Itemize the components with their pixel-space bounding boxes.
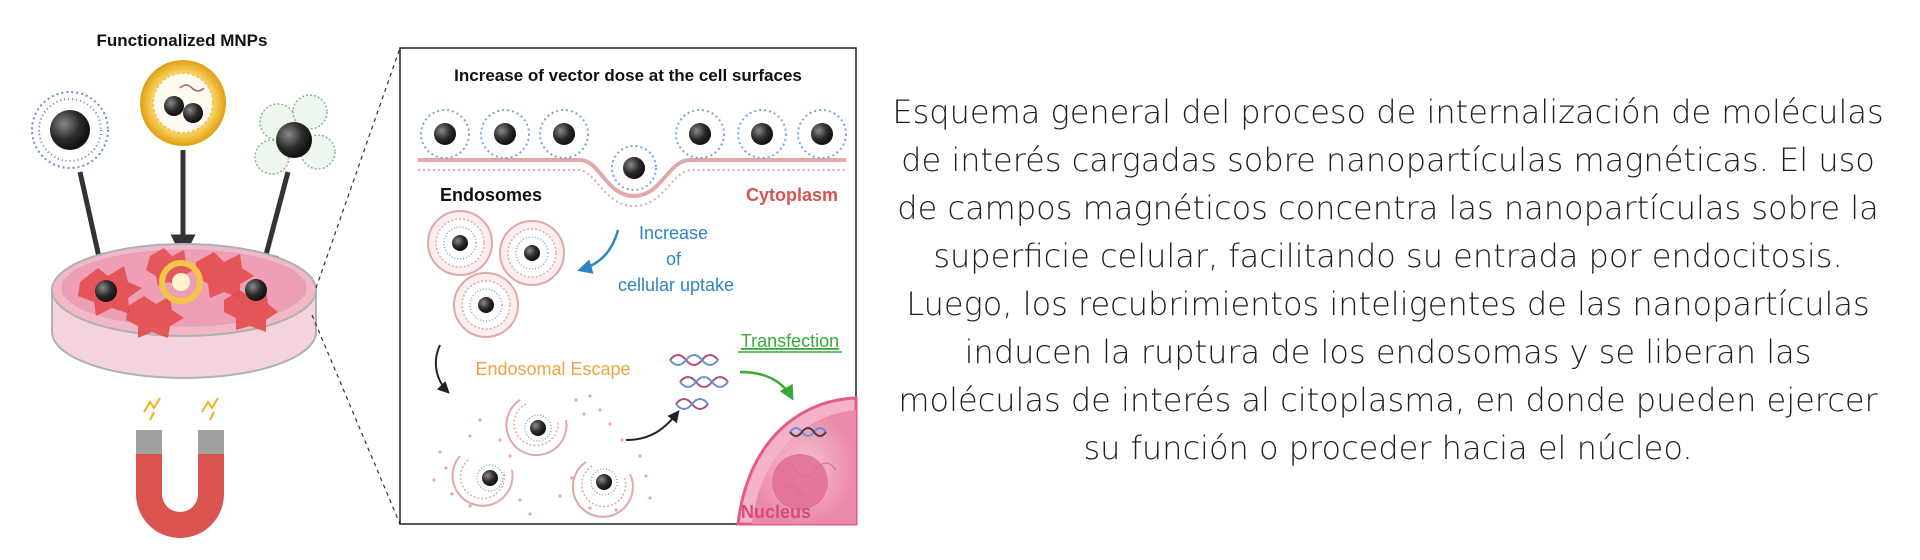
broken-endosome-2 bbox=[451, 455, 514, 507]
diagram-svg: Functionalized MNPs bbox=[31, 31, 858, 538]
surface-np-4 bbox=[611, 145, 657, 191]
magnetic-field-sparks bbox=[143, 397, 219, 421]
zoom-line-bottom bbox=[311, 314, 401, 525]
cytoplasm-label: Cytoplasm bbox=[746, 185, 838, 205]
nanoparticle-icon bbox=[50, 110, 90, 150]
surface-np-5 bbox=[675, 109, 725, 159]
nanoparticle-icon bbox=[183, 103, 203, 123]
nanoparticle-icon bbox=[494, 123, 516, 145]
surface-np-3 bbox=[539, 109, 589, 159]
transfection-label: Transfection bbox=[741, 331, 839, 351]
mnp-liposome bbox=[140, 60, 226, 146]
nanoparticle-icon bbox=[482, 470, 498, 486]
uptake-label-line-3: cellular uptake bbox=[618, 275, 734, 295]
nanoparticle-icon bbox=[751, 123, 773, 145]
endosomes-label: Endosomes bbox=[440, 185, 542, 205]
nanoparticle-icon bbox=[434, 123, 456, 145]
caption-text: Esquema general del proceso de internali… bbox=[892, 93, 1884, 467]
uptake-label: Increase of cellular uptake bbox=[618, 223, 734, 295]
nanoparticle-icon bbox=[623, 157, 645, 179]
escape-arrow-icon bbox=[434, 344, 450, 394]
petri-dish-icon bbox=[51, 243, 317, 379]
left-panel-title: Functionalized MNPs bbox=[97, 31, 268, 50]
mnp-vesicle-cluster bbox=[254, 94, 336, 175]
broken-endosome-1 bbox=[505, 399, 568, 457]
surface-np-2 bbox=[480, 109, 530, 159]
nanoparticle-icon bbox=[245, 279, 267, 301]
mnp-polymer-coated bbox=[31, 91, 109, 169]
zoom-line-top bbox=[315, 47, 401, 289]
nanoparticle-icon bbox=[452, 235, 468, 251]
transfection-arrow-icon bbox=[739, 370, 794, 401]
endosome-2 bbox=[499, 220, 565, 286]
surface-np-7 bbox=[797, 109, 847, 159]
nanoparticle-icon bbox=[164, 96, 184, 116]
surface-nanoparticles bbox=[420, 109, 847, 191]
surface-np-6 bbox=[737, 109, 787, 159]
endosome-3 bbox=[453, 272, 519, 338]
dna-icon bbox=[669, 354, 729, 410]
nanoparticle-icon bbox=[530, 420, 546, 436]
surface-np-1 bbox=[420, 109, 470, 159]
nucleus-label: Nucleus bbox=[741, 502, 811, 522]
nanoparticle-icon bbox=[596, 474, 612, 490]
nanoparticle-icon bbox=[276, 122, 312, 158]
nanoparticle-icon bbox=[95, 280, 117, 302]
nanoparticle-icon bbox=[553, 123, 575, 145]
nanoparticle-icon bbox=[524, 245, 540, 261]
uptake-label-line-1: Increase bbox=[639, 223, 708, 243]
release-arrow-icon bbox=[625, 410, 680, 441]
broken-endosomes bbox=[432, 394, 652, 518]
endosomal-escape-label: Endosomal Escape bbox=[475, 359, 630, 379]
zoom-panel-title: Increase of vector dose at the cell surf… bbox=[454, 66, 802, 85]
nanoparticle-icon bbox=[689, 123, 711, 145]
broken-endosome-3 bbox=[571, 461, 634, 518]
nucleus bbox=[736, 396, 858, 526]
cell-membrane-outer bbox=[418, 158, 846, 199]
nanoparticle-icon bbox=[478, 297, 494, 313]
cell-membrane-inner bbox=[418, 169, 846, 208]
uptake-label-line-2: of bbox=[666, 249, 682, 269]
endosome-1 bbox=[427, 210, 493, 276]
nanoparticle-icon bbox=[811, 123, 833, 145]
magnet-icon bbox=[136, 430, 224, 538]
endosomes bbox=[427, 210, 565, 338]
uptake-arrow-icon bbox=[577, 229, 620, 274]
